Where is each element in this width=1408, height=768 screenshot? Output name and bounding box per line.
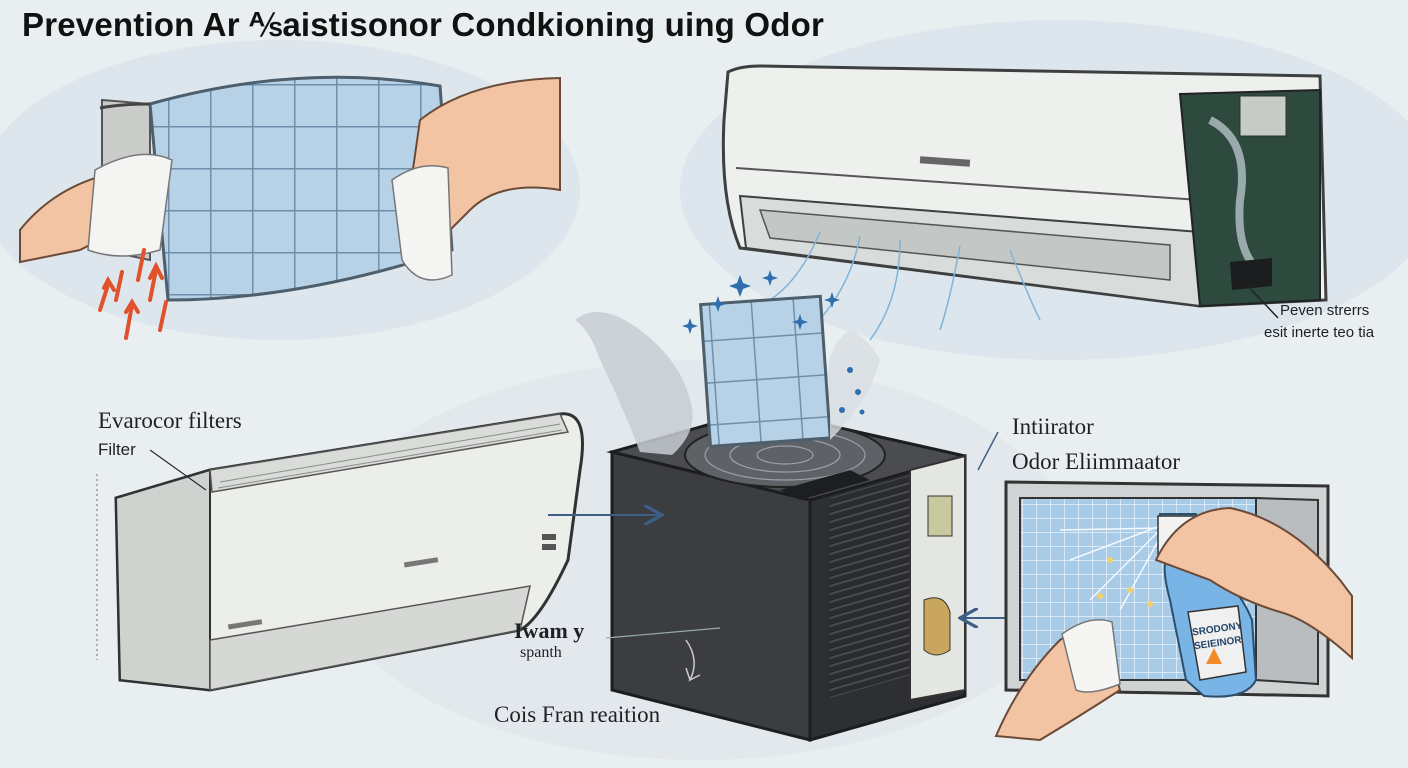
louver [758,209,1171,281]
label-evaporator-filters: Evarocor filters [98,408,242,433]
cloth-left [87,153,173,257]
hand-spray [1154,506,1353,661]
label-coil-reaction: Cois Fran reaition [494,702,661,727]
indoor-unit-cutaway [721,64,1328,341]
indoor-unit-left [114,412,584,692]
leader-filter [149,449,207,491]
outdoor-unit [575,270,967,742]
label-odor-eliminator: Odor Eliimmaator [1012,449,1180,474]
odor-smoke-left [575,312,693,455]
label-warmy: Iwam y [514,618,585,643]
spray-cleaning-scene [994,480,1353,742]
leader-warmy [605,627,721,639]
label-infiltrator: Intiirator [1012,414,1094,439]
cloth-right [391,165,453,281]
label-prevent-line1: Peven strerrs [1280,302,1370,319]
bottle-label [1187,605,1247,681]
internal-components [1178,88,1321,308]
curved-filter [148,75,454,302]
sparkles [682,270,840,334]
leader-infiltrator [977,431,999,471]
label-filter: Filter [98,440,136,459]
label-spanth: spanth [520,644,562,661]
side-panel [909,454,966,702]
heat-arrows [98,248,168,340]
filter-cleaning-scene [19,75,561,340]
raised-filter [698,294,832,448]
page-title: Prevention Ar ⅍aistisonor Condkioning ui… [22,6,825,43]
label-prevent-line2: esit inerte teo tia [1264,324,1375,341]
leader-prevent [1243,281,1279,319]
wipe-cloth [1061,619,1121,693]
